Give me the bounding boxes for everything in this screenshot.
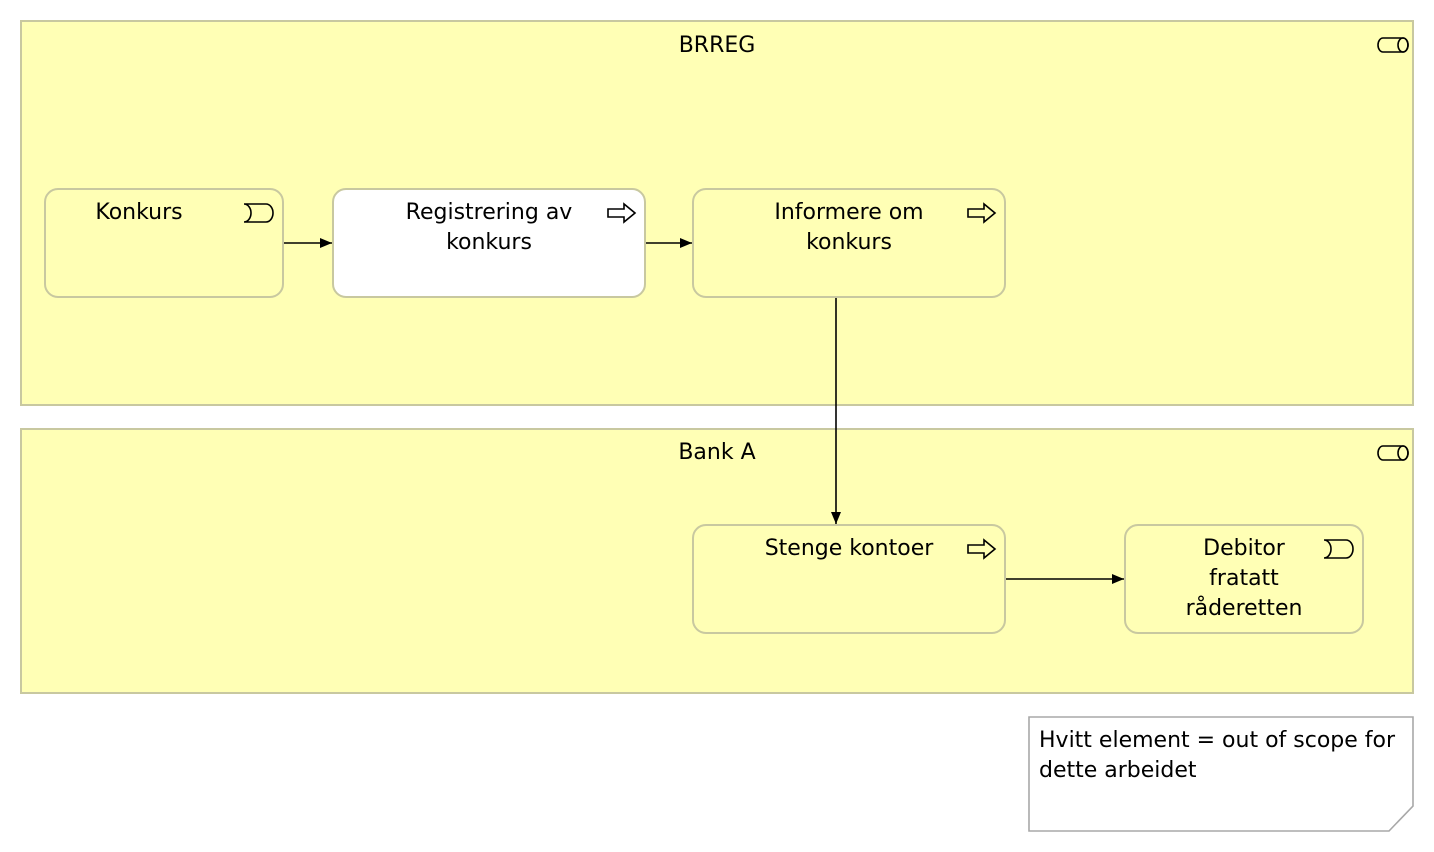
business-actor-role-icon <box>1377 37 1409 53</box>
node-debitor-fratatt-raderetten[interactable]: Debitor fratatt råderetten <box>1124 524 1364 634</box>
business-event-icon <box>1323 539 1354 559</box>
group-title-brreg: BRREG <box>678 33 756 58</box>
business-actor-role-icon <box>1377 445 1409 461</box>
note-text: Hvitt element = out of scope for dette a… <box>1039 728 1396 783</box>
node-label-stenge: Stenge kontoer <box>764 536 934 561</box>
node-konkurs[interactable]: Konkurs <box>44 188 284 298</box>
business-process-arrow-icon <box>967 538 997 560</box>
note-shape <box>1028 716 1414 832</box>
legend-note[interactable]: Hvitt element = out of scope for dette a… <box>1028 716 1414 832</box>
business-process-arrow-icon <box>607 202 637 224</box>
node-stenge-kontoer[interactable]: Stenge kontoer <box>692 524 1006 634</box>
node-label-konkurs: Konkurs <box>95 200 183 225</box>
node-label-informere: Informere om konkurs <box>774 200 924 255</box>
group-title-bank-a: Bank A <box>678 440 756 465</box>
node-label-registrering: Registrering av konkurs <box>405 200 573 255</box>
node-informere-om-konkurs[interactable]: Informere om konkurs <box>692 188 1006 298</box>
node-label-debitor: Debitor fratatt råderetten <box>1185 536 1303 621</box>
business-process-arrow-icon <box>967 202 997 224</box>
business-event-icon <box>243 203 274 223</box>
node-registrering-av-konkurs[interactable]: Registrering av konkurs <box>332 188 646 298</box>
